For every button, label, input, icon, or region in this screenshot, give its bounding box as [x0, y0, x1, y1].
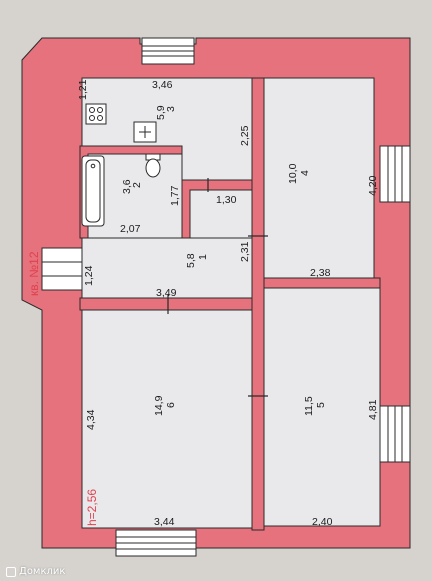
watermark: Домклик: [6, 566, 65, 577]
dim-hall-right: 2,31: [239, 241, 251, 262]
room-6-number: 6: [165, 402, 177, 408]
door-ticks: [167, 178, 268, 397]
dim-left-room3: 1,21: [77, 79, 89, 100]
dim-right-room3: 2,25: [239, 125, 251, 146]
dim-hall-bottom: 3,49: [156, 287, 177, 299]
dim-hall-top: 1,30: [216, 194, 237, 206]
room-4-area: 10,0: [287, 163, 299, 184]
dim-room5-bottom: 2,40: [312, 516, 333, 528]
room-2-area: 3,6: [121, 179, 133, 194]
dim-hall-left: 1,24: [83, 265, 95, 286]
apartment-label: кв. №12: [27, 251, 41, 296]
entry-door: [41, 247, 83, 291]
room-1-area: 5,8: [185, 253, 197, 268]
window-right-top: [379, 145, 411, 203]
watermark-text: Домклик: [19, 566, 66, 577]
room-6-floor: [81, 309, 253, 529]
room-1-floor: [81, 237, 253, 299]
dim-right-room4: 4,20: [367, 175, 379, 196]
wall-center-vertical: [251, 77, 265, 531]
dim-room6-left: 4,34: [85, 409, 97, 430]
dim-room5-top: 2,38: [310, 267, 331, 279]
room-1-number: 1: [197, 254, 209, 260]
ceiling-height-label: h=2,56: [85, 489, 99, 526]
room-5-number: 5: [315, 402, 327, 408]
sink-icon: [133, 121, 157, 143]
dim-bath-bottom: 2,07: [120, 223, 141, 235]
domclick-logo-icon: [6, 566, 16, 577]
room-6-area: 14,9: [153, 395, 165, 416]
dim-top-room3: 3,46: [152, 79, 173, 91]
window-bottom: [115, 529, 197, 557]
room-5-floor: [263, 287, 381, 527]
room-2-number: 2: [131, 182, 143, 188]
room-3-number: 3: [165, 106, 177, 112]
window-top: [141, 37, 195, 65]
room-4-number: 4: [299, 170, 311, 176]
bathtub-icon: [81, 155, 105, 227]
dim-bath-side: 1,77: [169, 185, 181, 206]
dim-room6-bottom: 3,44: [154, 516, 175, 528]
dim-room5-right: 4,81: [367, 399, 379, 420]
window-right-bottom: [379, 405, 411, 463]
toilet-icon: [145, 153, 161, 178]
wall-room4-room5: [263, 277, 381, 289]
stove-icon: [85, 103, 107, 125]
room-3-area: 5,9: [155, 105, 167, 120]
room-5-area: 11,5: [303, 396, 315, 416]
